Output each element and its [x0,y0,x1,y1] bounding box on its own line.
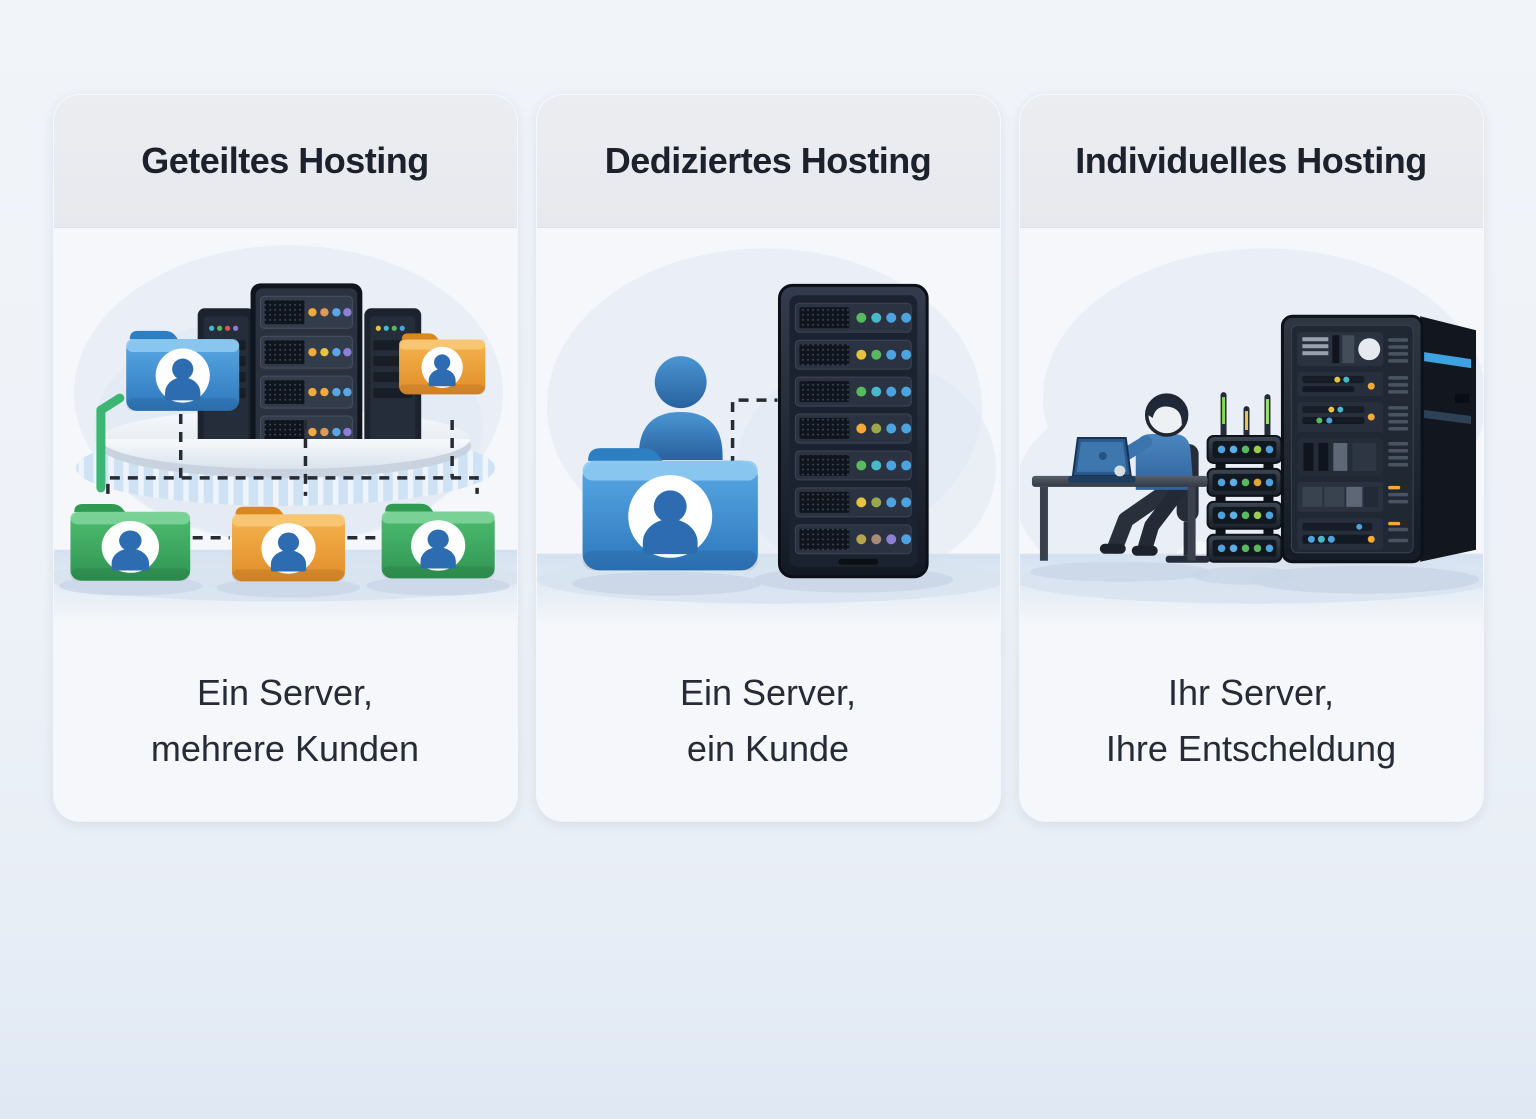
server-rack-icon [250,283,362,461]
individual-hosting-illustration [1019,228,1483,648]
shared-hosting-illustration [53,228,517,648]
card-header: Dediziertes Hosting [536,95,1000,228]
user-icon [638,356,723,460]
server-cabinet-icon [1280,314,1476,564]
dedicated-hosting-illustration [536,228,1000,648]
customer-folder-icon [398,333,485,395]
dashed-connector [105,414,479,540]
card-header: Geteiltes Hosting [53,95,517,228]
person-at-desk-icon [1099,393,1194,556]
caption-line: Ihre Entscheldung [1105,727,1397,769]
customer-folder-icon [69,504,190,581]
customer-folder-icon [231,506,345,582]
caption-line: Ein Server, [196,671,374,713]
customer-folder-icon [125,330,239,411]
dashed-connector [730,398,777,466]
card-dedicated-hosting: Dediziertes Hosting [536,95,1000,821]
card-title: Geteiltes Hosting [141,140,429,181]
individual-hosting-scene [1019,248,1483,626]
card-title: Dediziertes Hosting [604,140,932,181]
card-caption: Ihr Server, Ihre Entscheldung [1020,648,1483,821]
laptop-icon [1067,437,1136,483]
hosting-comparison-board: Geteiltes Hosting [0,95,1536,821]
shared-hosting-scene [53,245,517,625]
card-title: Individuelles Hosting [1075,140,1427,181]
caption-line: ein Kunde [686,727,850,769]
customer-folder-icon [381,503,495,579]
caption-line: mehrere Kunden [150,727,420,769]
return-arrow-icon [95,393,124,493]
caption-line: Ihr Server, [1167,671,1335,713]
customer-folder-icon [582,448,758,571]
network-switch-stack-icon [1206,435,1282,563]
card-caption: Ein Server, ein Kunde [537,648,1000,821]
platform-front-rim [100,438,470,469]
card-shared-hosting: Geteiltes Hosting [53,95,517,821]
card-caption: Ein Server, mehrere Kunden [54,648,517,821]
dedicated-hosting-scene [536,248,1000,626]
antenna-icon [1220,392,1270,438]
server-rack-icon [777,283,929,579]
caption-line: Ein Server, [679,671,857,713]
card-header: Individuelles Hosting [1019,95,1483,228]
card-individual-hosting: Individuelles Hosting [1019,95,1483,821]
